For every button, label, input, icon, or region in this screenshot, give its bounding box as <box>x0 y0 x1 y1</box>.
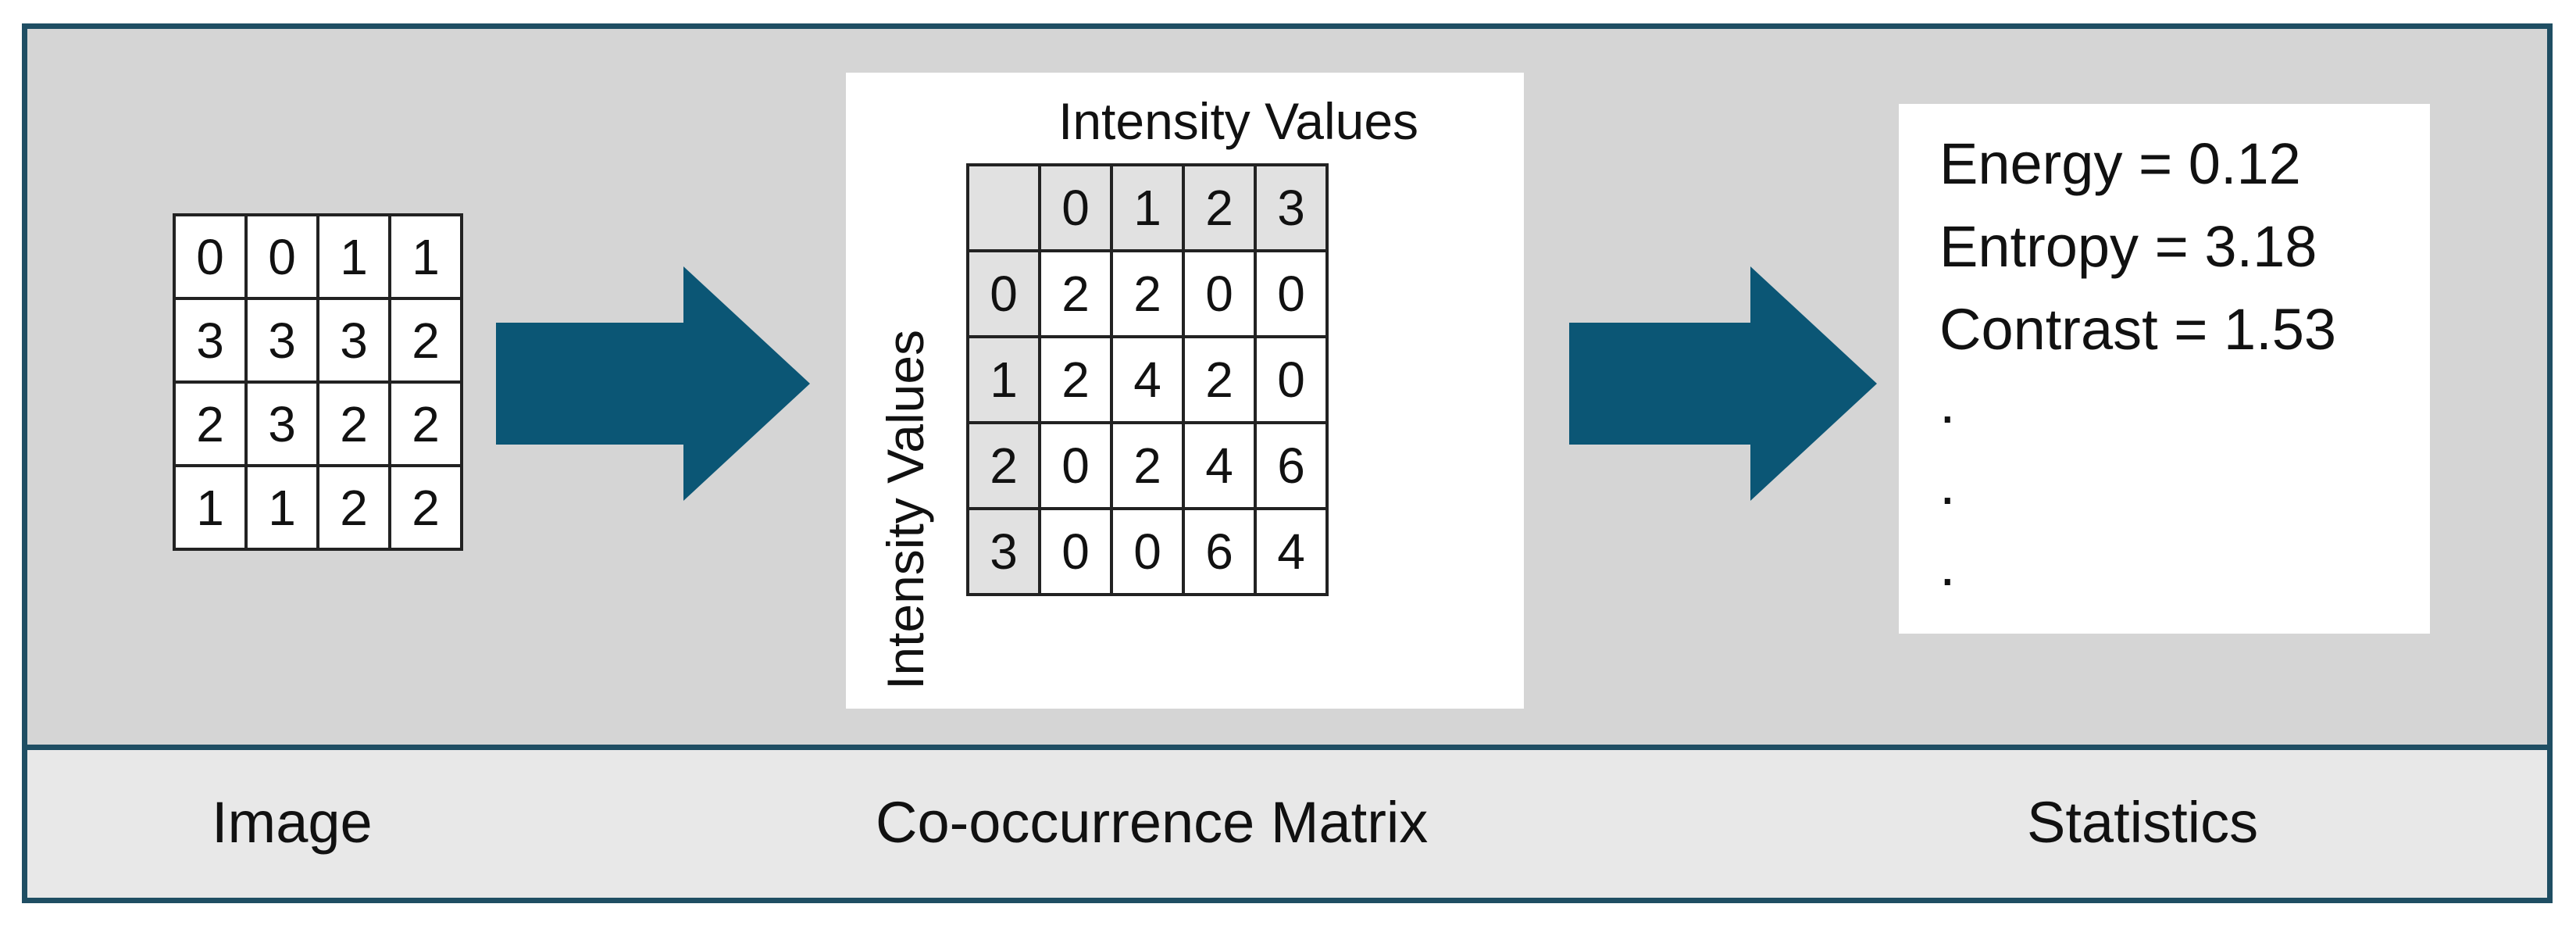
matrix-col-header: 0 <box>1038 163 1113 252</box>
image-cell: 0 <box>173 213 248 300</box>
matrix-cell: 4 <box>1110 335 1185 424</box>
ellipsis-dot: . <box>1939 533 1956 598</box>
diagram-frame: 0 0 1 1 3 3 3 2 2 3 2 2 1 1 2 2 <box>22 23 2553 903</box>
statistics-card: Energy = 0.12 Entropy = 3.18 Contrast = … <box>1899 104 2430 634</box>
matrix-card: Intensity Values Intensity Values 0 1 2 … <box>846 73 1524 709</box>
matrix-cell: 4 <box>1254 507 1329 596</box>
matrix-row-header: 0 <box>966 249 1041 338</box>
image-cell: 2 <box>388 297 463 384</box>
matrix-cell: 0 <box>1038 421 1113 510</box>
image-cell: 3 <box>316 297 391 384</box>
image-cell: 2 <box>316 380 391 467</box>
matrix-cell: 4 <box>1182 421 1257 510</box>
ellipsis-dot: . <box>1939 370 1956 435</box>
image-cell: 2 <box>173 380 248 467</box>
matrix-cell: 2 <box>1110 421 1185 510</box>
matrix-cell: 6 <box>1254 421 1329 510</box>
matrix-cell: 0 <box>1254 249 1329 338</box>
arrow-shape <box>1569 266 1877 501</box>
matrix-cell: 2 <box>1182 335 1257 424</box>
matrix-row: 3 0 0 6 4 <box>966 507 1329 596</box>
image-cell: 1 <box>388 213 463 300</box>
matrix-row-title: Intensity Values <box>876 329 934 690</box>
matrix-column-title: Intensity Values <box>1058 92 1419 150</box>
image-cell: 1 <box>173 464 248 551</box>
diagram-panel: 0 0 1 1 3 3 3 2 2 3 2 2 1 1 2 2 <box>27 29 2547 745</box>
ellipsis-dot: . <box>1939 452 1956 516</box>
image-grid-row: 1 1 2 2 <box>173 464 463 551</box>
matrix-row-header: 2 <box>966 421 1041 510</box>
right-arrow-icon <box>1569 266 1877 501</box>
matrix-cell: 6 <box>1182 507 1257 596</box>
caption-band: Image Co-occurrence Matrix Statistics <box>27 745 2547 898</box>
matrix-header-row: 0 1 2 3 <box>966 163 1329 252</box>
matrix-col-header: 1 <box>1110 163 1185 252</box>
image-cell: 3 <box>173 297 248 384</box>
matrix-row-header: 1 <box>966 335 1041 424</box>
statistics-caption: Statistics <box>2027 790 2259 855</box>
matrix-cell: 2 <box>1038 249 1113 338</box>
matrix-col-header: 2 <box>1182 163 1257 252</box>
image-cell: 2 <box>388 380 463 467</box>
image-grid-row: 0 0 1 1 <box>173 213 463 300</box>
image-cell: 1 <box>316 213 391 300</box>
matrix-cell: 2 <box>1038 335 1113 424</box>
energy-stat: Energy = 0.12 <box>1939 131 2301 196</box>
matrix-cell: 0 <box>1110 507 1185 596</box>
matrix-cell: 0 <box>1038 507 1113 596</box>
matrix-corner-cell <box>966 163 1041 252</box>
matrix-col-header: 3 <box>1254 163 1329 252</box>
right-arrow-icon <box>496 266 810 501</box>
image-cell: 3 <box>244 380 319 467</box>
image-cell: 2 <box>388 464 463 551</box>
matrix-row: 0 2 2 0 0 <box>966 249 1329 338</box>
image-cell: 2 <box>316 464 391 551</box>
image-cell: 0 <box>244 213 319 300</box>
image-cell: 1 <box>244 464 319 551</box>
matrix-cell: 0 <box>1182 249 1257 338</box>
image-cell: 3 <box>244 297 319 384</box>
contrast-stat: Contrast = 1.53 <box>1939 297 2337 362</box>
matrix-caption: Co-occurrence Matrix <box>876 790 1429 855</box>
matrix-row: 2 0 2 4 6 <box>966 421 1329 510</box>
matrix-row-header: 3 <box>966 507 1041 596</box>
arrow-shape <box>496 266 810 501</box>
matrix-cell: 2 <box>1110 249 1185 338</box>
image-caption: Image <box>212 790 373 855</box>
matrix-row: 1 2 4 2 0 <box>966 335 1329 424</box>
image-grid-row: 2 3 2 2 <box>173 380 463 467</box>
cooccurrence-matrix-grid: 0 1 2 3 0 2 2 0 0 1 2 4 2 0 <box>966 163 1329 596</box>
entropy-stat: Entropy = 3.18 <box>1939 214 2317 279</box>
image-grid-row: 3 3 3 2 <box>173 297 463 384</box>
matrix-cell: 0 <box>1254 335 1329 424</box>
image-grid: 0 0 1 1 3 3 3 2 2 3 2 2 1 1 2 2 <box>173 213 463 551</box>
